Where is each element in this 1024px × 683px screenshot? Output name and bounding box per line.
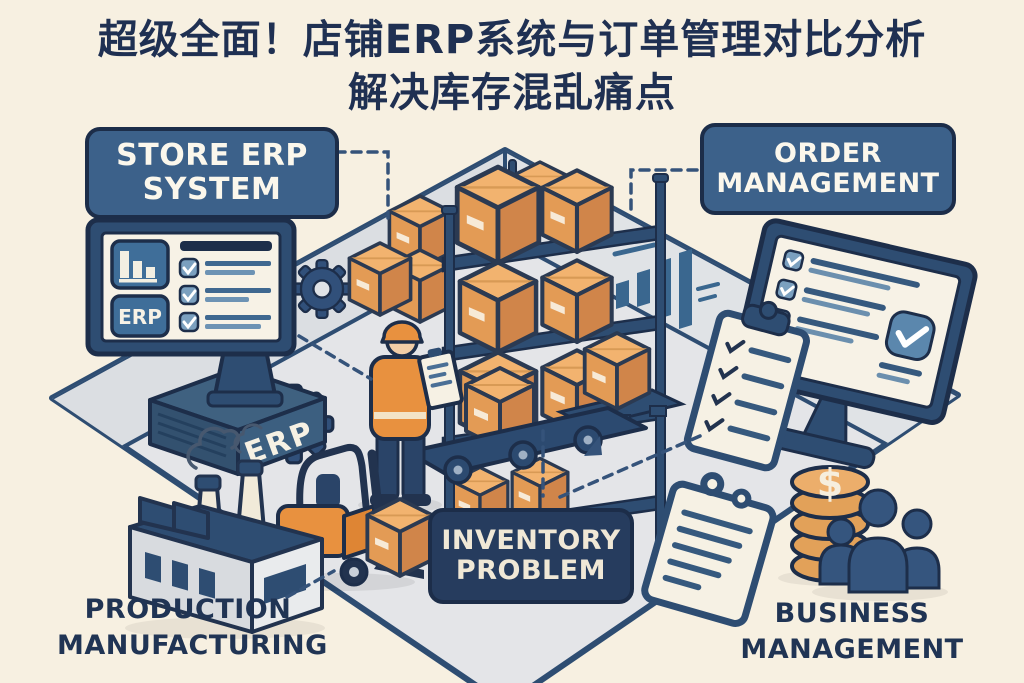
production-line1: PRODUCTION <box>84 594 292 625</box>
cardboard-box <box>457 167 539 263</box>
dashed-connector <box>334 150 390 220</box>
order-management-label: ORDER MANAGEMENT <box>700 123 956 215</box>
bar-chart-icon <box>110 239 170 290</box>
checklist-rows <box>178 257 271 333</box>
checklist-clipboard <box>683 300 810 472</box>
inventory-line1: INVENTORY <box>441 524 621 556</box>
document-clipboard <box>641 472 777 627</box>
arrow-icon <box>584 436 602 456</box>
cardboard-box <box>582 331 652 411</box>
cardboard-box <box>460 262 536 352</box>
cardboard-box <box>365 497 435 578</box>
business-management-caption: BUSINESS MANAGEMENT <box>726 596 978 667</box>
erp-tile-label: ERP <box>118 305 162 329</box>
cardboard-box <box>542 170 611 252</box>
check-badge-icon <box>884 310 936 361</box>
hard-hat-icon <box>380 320 424 344</box>
business-line1: BUSINESS <box>774 598 930 629</box>
erp-screen-tile: ERP <box>110 294 170 338</box>
store-erp-line1: STORE ERP <box>116 138 308 174</box>
order-line1: ORDER <box>774 137 882 169</box>
factory <box>125 423 325 639</box>
dashed-connector <box>285 569 336 599</box>
title-line2: 解决库存混乱痛点 <box>348 69 676 116</box>
forklift-cage <box>296 443 370 514</box>
order-checklist <box>768 249 936 385</box>
gear-icon <box>291 258 353 320</box>
smoke-icon <box>233 423 263 454</box>
warehouse-worker <box>358 320 464 513</box>
dollar-symbol: $ <box>817 461 843 505</box>
production-line2: MANUFACTURING <box>57 629 328 661</box>
business-line2: MANAGEMENT <box>740 633 964 665</box>
title-line1: 超级全面！店铺ERP系统与订单管理对比分析 <box>97 17 927 63</box>
inventory-line2: PROBLEM <box>455 555 607 586</box>
order-line2: MANAGEMENT <box>716 168 940 199</box>
cardboard-box <box>542 260 611 342</box>
clipboard-icon <box>417 347 464 411</box>
people-icon <box>812 488 948 601</box>
store-erp-line2: SYSTEM <box>142 172 282 207</box>
inventory-problem-label: INVENTORY PROBLEM <box>428 508 634 604</box>
dashed-connector <box>558 434 702 499</box>
production-manufacturing-caption: PRODUCTION MANUFACTURING <box>57 592 328 663</box>
store-erp-system-label: STORE ERP SYSTEM <box>85 127 339 219</box>
dashed-connector <box>629 168 699 218</box>
dashed-connector <box>297 334 373 381</box>
box-stack <box>347 194 453 324</box>
erp-monitor: ERP <box>85 217 297 408</box>
page-title: 超级全面！店铺ERP系统与订单管理对比分析 解决库存混乱痛点 <box>0 14 1024 120</box>
